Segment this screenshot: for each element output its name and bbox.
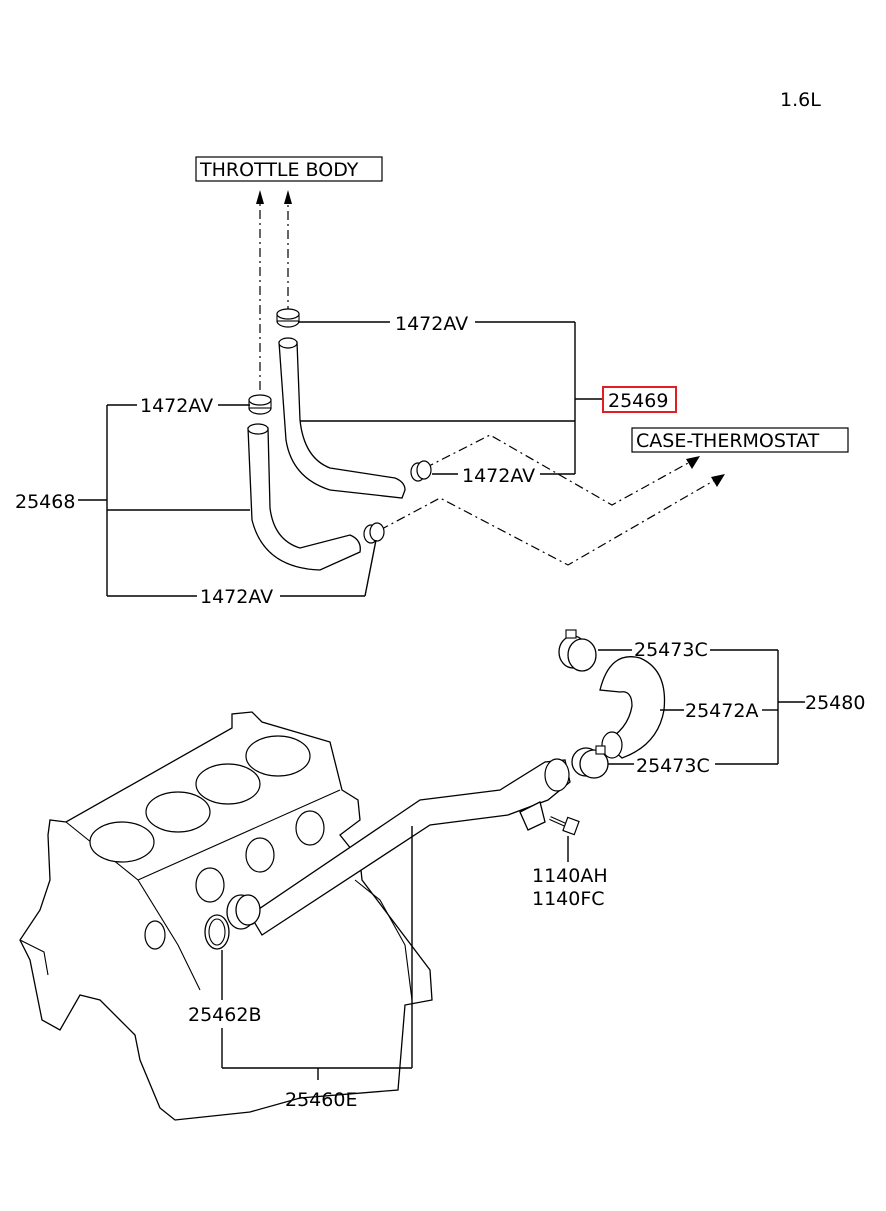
callout-clamp-hose-top: 25473C xyxy=(634,639,708,661)
callout-bolt-a: 1140AH xyxy=(532,865,608,887)
bolt-icon xyxy=(549,816,580,836)
callout-hose-radiator: 25472A xyxy=(685,700,758,722)
callout-clamp-top: 1472AV xyxy=(395,313,468,335)
hose-upper xyxy=(278,337,406,499)
throttle-body-label: THROTTLE BODY xyxy=(199,159,359,181)
leader-lines-pipe xyxy=(221,826,569,1080)
callout-o-ring: 25462B xyxy=(188,1004,261,1026)
callout-hose-assy-lower: 25468 xyxy=(15,491,75,513)
callout-clamp-bottom: 1472AV xyxy=(200,586,273,608)
water-pipe xyxy=(249,758,571,936)
pipe-inlet-icon xyxy=(226,894,261,930)
highlight-box xyxy=(602,386,677,413)
engine-spec-title: 1.6L xyxy=(780,89,821,111)
leader-lines-upper xyxy=(298,321,603,475)
callout-clamp-hose-bottom: 25473C xyxy=(636,755,710,777)
callout-clamp-left: 1472AV xyxy=(140,395,213,417)
clamp-hose-top-icon xyxy=(558,629,597,672)
engine-block xyxy=(19,711,433,1121)
throttle-body-arrows xyxy=(256,190,292,390)
hose-lower xyxy=(247,423,361,571)
leader-lines-lower xyxy=(78,404,377,597)
callout-bolt-b: 1140FC xyxy=(532,888,605,910)
radiator-hose xyxy=(599,656,666,759)
case-thermostat-box xyxy=(631,427,849,453)
case-thermostat-label: CASE-THERMOSTAT xyxy=(636,430,820,452)
clamp-left-icon xyxy=(248,394,272,415)
clamp-hose-bottom-icon xyxy=(571,745,609,779)
clamp-bottom-icon xyxy=(363,522,385,544)
callout-pipe-assy: 25460E xyxy=(285,1089,357,1111)
callout-hose-assy-upper: 25469 xyxy=(608,390,668,412)
throttle-body-box xyxy=(195,156,383,182)
callout-hose-assy-radiator: 25480 xyxy=(805,692,865,714)
leader-lines-radiator xyxy=(598,649,805,765)
clamp-mid-icon xyxy=(410,460,432,482)
o-ring-icon xyxy=(204,914,230,950)
case-thermostat-arrows xyxy=(379,434,725,566)
callout-clamp-mid: 1472AV xyxy=(462,465,535,487)
clamp-top-icon xyxy=(276,308,300,328)
